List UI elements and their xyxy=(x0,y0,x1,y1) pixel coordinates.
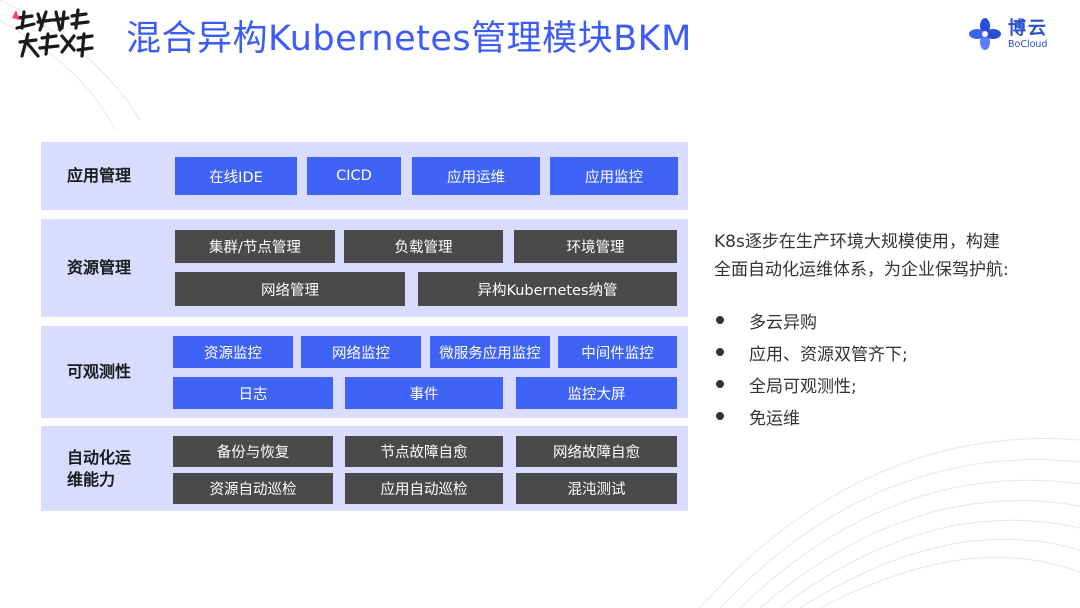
bullet-dot-icon xyxy=(716,412,724,420)
bullet-item: 全局可观测性; xyxy=(716,368,908,400)
bullet-text: 免运维 xyxy=(749,408,800,429)
chip-cicd: CICD xyxy=(307,157,401,195)
chip-network-monitor: 网络监控 xyxy=(301,336,421,368)
description-line-2: 全面自动化运维体系，为企业保驾护航: xyxy=(714,260,1009,280)
bullet-text: 全局可观测性; xyxy=(749,376,857,397)
chip-online-ide: 在线IDE xyxy=(175,157,297,195)
logo-en-text: BoCloud xyxy=(1008,38,1048,50)
description-line-1: K8s逐步在生产环境大规模使用，构建 xyxy=(714,232,1000,252)
bullet-dot-icon xyxy=(716,316,724,324)
bullet-list: 多云异购 应用、资源双管齐下; 全局可观测性; 免运维 xyxy=(716,304,908,432)
layer-label-text: 自动化运维能力 xyxy=(67,447,132,489)
layer-label: 可观测性 xyxy=(67,362,132,381)
chip-env-mgmt: 环境管理 xyxy=(514,230,677,263)
chip-chaos-test: 混沌测试 xyxy=(516,473,677,504)
slide-title: 混合异构Kubernetes管理模块BKM xyxy=(126,19,692,59)
chip-app-monitor: 应用监控 xyxy=(550,157,678,195)
chip-logs: 日志 xyxy=(173,377,333,409)
chip-cluster-node-mgmt: 集群/节点管理 xyxy=(175,230,335,263)
bullet-item: 免运维 xyxy=(716,400,908,432)
layer-automation-ops: 自动化运维能力 备份与恢复 节点故障自愈 网络故障自愈 资源自动巡检 应用自动巡… xyxy=(41,426,688,511)
chip-backup-restore: 备份与恢复 xyxy=(173,436,333,467)
chip-node-self-heal: 节点故障自愈 xyxy=(345,436,503,467)
layer-resource-management: 资源管理 集群/节点管理 负载管理 环境管理 网络管理 异构Kubernetes… xyxy=(41,219,688,317)
chip-monitor-dashboard: 监控大屏 xyxy=(516,377,677,409)
chip-hetero-k8s-mgmt: 异构Kubernetes纳管 xyxy=(418,272,677,306)
layer-app-management: 应用管理 在线IDE CICD 应用运维 应用监控 xyxy=(41,142,688,210)
event-logo xyxy=(12,6,96,62)
chip-resource-auto-inspect: 资源自动巡检 xyxy=(173,473,333,504)
bullet-text: 多云异购 xyxy=(749,312,817,333)
bullet-item: 应用、资源双管齐下; xyxy=(716,336,908,368)
chip-resource-monitor: 资源监控 xyxy=(173,336,293,368)
chip-middleware-monitor: 中间件监控 xyxy=(558,336,677,368)
chip-microservice-monitor: 微服务应用监控 xyxy=(430,336,550,368)
chip-network-mgmt: 网络管理 xyxy=(175,272,405,306)
chip-workload-mgmt: 负载管理 xyxy=(344,230,503,263)
bullet-dot-icon xyxy=(716,348,724,356)
layer-observability: 可观测性 资源监控 网络监控 微服务应用监控 中间件监控 日志 事件 监控大屏 xyxy=(41,326,688,418)
chip-network-self-heal: 网络故障自愈 xyxy=(516,436,677,467)
event-logo-calligraphy-icon xyxy=(12,8,94,58)
bocloud-logo: 博云 BoCloud xyxy=(968,14,1068,54)
chip-app-auto-inspect: 应用自动巡检 xyxy=(345,473,503,504)
logo-cn-text: 博云 xyxy=(1008,17,1048,39)
bullet-item: 多云异购 xyxy=(716,304,908,336)
bullet-dot-icon xyxy=(716,380,724,388)
layer-label: 资源管理 xyxy=(67,258,132,277)
layer-label: 应用管理 xyxy=(67,166,132,185)
layer-label: 自动化运维能力 xyxy=(67,426,143,511)
bocloud-flower-icon xyxy=(969,18,1001,50)
chip-events: 事件 xyxy=(345,377,503,409)
chip-app-ops: 应用运维 xyxy=(412,157,540,195)
bullet-text: 应用、资源双管齐下; xyxy=(749,344,908,365)
description: K8s逐步在生产环境大规模使用，构建 全面自动化运维体系，为企业保驾护航: xyxy=(714,228,1054,284)
